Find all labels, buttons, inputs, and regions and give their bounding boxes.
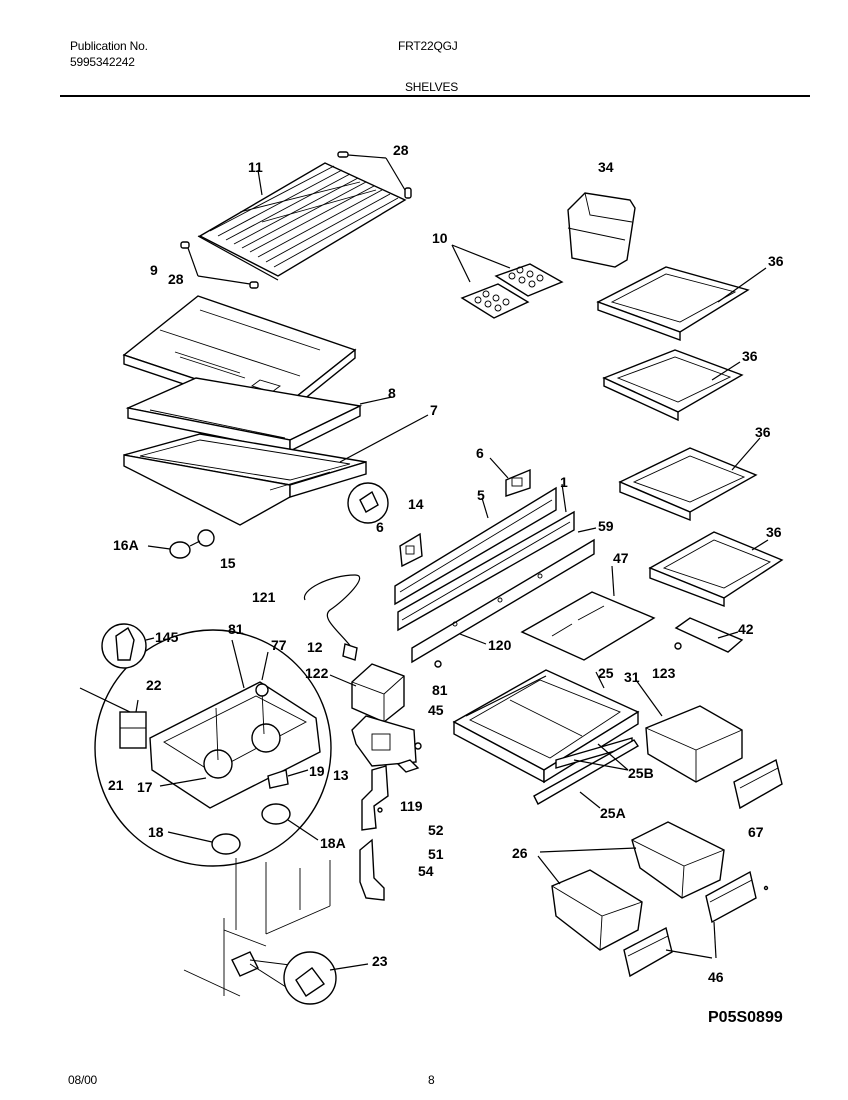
shelf-clip-part: [180, 151, 412, 289]
tube-part: [303, 574, 361, 661]
callout-36: 36: [755, 424, 771, 440]
wire-shelf-part: [197, 162, 407, 281]
callout-18: 18: [148, 824, 164, 840]
rail-1: [397, 510, 575, 632]
callout-23: 23: [372, 953, 388, 969]
rail-5: [394, 486, 557, 606]
callout-54: 54: [418, 863, 434, 879]
model-number: FRT22QGJ: [398, 39, 458, 53]
knob-part: [147, 529, 215, 559]
callout-5: 5: [477, 487, 485, 503]
callout-28: 28: [393, 142, 409, 158]
callout-6: 6: [476, 445, 484, 461]
callout-13: 13: [333, 767, 349, 783]
callout-47: 47: [613, 550, 629, 566]
callout-1: 1: [560, 474, 568, 490]
callout-81: 81: [228, 621, 244, 637]
callout-17: 17: [137, 779, 153, 795]
publication-label: Publication No.: [70, 39, 148, 53]
callout-42: 42: [738, 621, 754, 637]
crisper-bin-26-b: [551, 869, 643, 951]
callout-46: 46: [708, 969, 724, 985]
callout-16a: 16A: [113, 537, 139, 553]
callout-19: 19: [309, 763, 325, 779]
glass-shelf-36-c: [618, 447, 758, 522]
drawer-31: [645, 705, 743, 783]
glass-panel-47: [520, 591, 656, 661]
callout-14: 14: [408, 496, 424, 512]
section-title: SHELVES: [405, 80, 459, 94]
callout-7: 7: [430, 402, 438, 418]
callout-123: 123: [652, 665, 676, 681]
callout-25a: 25A: [600, 805, 626, 821]
footer-date: 08/00: [68, 1073, 98, 1087]
callout-18a: 18A: [320, 835, 346, 851]
header-rule: [60, 95, 810, 97]
callout-28: 28: [168, 271, 184, 287]
callout-52: 52: [428, 822, 444, 838]
callout-36: 36: [742, 348, 758, 364]
crisper-bin-26-a: [631, 821, 725, 899]
detail-circle-14: [347, 482, 389, 524]
callout-34: 34: [598, 159, 614, 175]
callout-51: 51: [428, 846, 444, 862]
crisper-frame-25: [452, 669, 640, 784]
callout-77: 77: [271, 637, 287, 653]
callout-8: 8: [388, 385, 396, 401]
callout-9: 9: [150, 262, 158, 278]
callout-11: 11: [248, 159, 263, 175]
glass-shelf-8: [125, 377, 363, 453]
egg-tray-10: [460, 263, 564, 319]
drawer-front-67: [733, 758, 783, 810]
drawer-front-46-a: [705, 870, 757, 924]
bin-34: [567, 192, 636, 268]
callout-119: 119: [400, 798, 423, 814]
detail-circle-ice-maker: [94, 629, 332, 867]
glass-shelf-36-b: [602, 349, 744, 422]
callout-121: 121: [252, 589, 276, 605]
callout-31: 31: [624, 669, 640, 685]
callout-25: 25: [598, 665, 614, 681]
callout-6: 6: [376, 519, 384, 535]
bracket-6: [399, 468, 531, 568]
callout-25b: 25B: [628, 765, 654, 781]
publication-number: 5995342242: [70, 55, 135, 69]
callout-36: 36: [768, 253, 784, 269]
callout-122: 122: [305, 665, 329, 681]
callout-10: 10: [432, 230, 448, 246]
callout-45: 45: [428, 702, 444, 718]
detail-circle-23: [283, 951, 337, 1005]
callout-36: 36: [766, 524, 782, 540]
duct-51-54: [359, 765, 389, 901]
rail-42: [674, 617, 744, 653]
drawing-code: P05S0899: [708, 1009, 783, 1026]
drawer-front-46-b: [623, 926, 673, 978]
callout-12: 12: [307, 639, 323, 655]
callout-26: 26: [512, 845, 528, 861]
detail-circle-145: [101, 623, 147, 669]
callout-21: 21: [108, 777, 124, 793]
glass-shelf-36-d: [648, 531, 784, 608]
callout-81: 81: [432, 682, 448, 698]
housing-122: [351, 663, 405, 723]
callout-22: 22: [146, 677, 162, 693]
rail-59: [411, 538, 595, 664]
glass-shelf-36-a: [596, 266, 750, 342]
callout-120: 120: [488, 637, 512, 653]
callout-145: 145: [155, 629, 179, 645]
callout-59: 59: [598, 518, 614, 534]
callout-67: 67: [748, 824, 764, 840]
housing-13: [351, 715, 417, 767]
callout-15: 15: [220, 555, 236, 571]
freezer-pan-7: [123, 433, 367, 526]
page-number: 8: [428, 1073, 435, 1087]
